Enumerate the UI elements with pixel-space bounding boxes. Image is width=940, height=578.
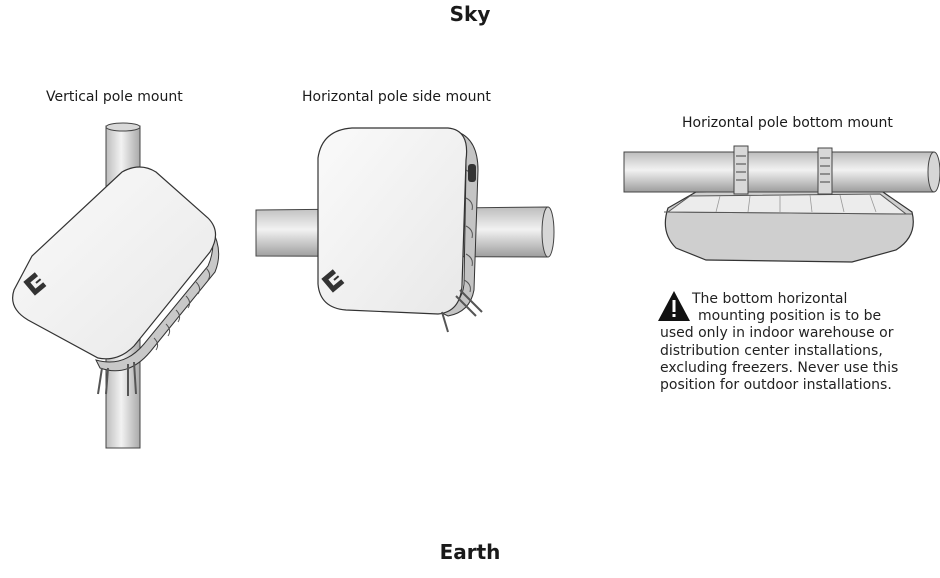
warning-line: excluding freezers. Never use this xyxy=(660,359,899,376)
horizontal-side-mount-label: Horizontal pole side mount xyxy=(302,89,491,105)
device-logo-icon xyxy=(321,269,345,293)
sky-label: Sky xyxy=(449,2,491,26)
earth-label: Earth xyxy=(439,540,501,564)
warning-line: distribution center installations, xyxy=(660,342,883,359)
bottom-mount-warning-text: The bottom horizontal mounting position … xyxy=(660,291,900,394)
warning-line: The bottom horizontal xyxy=(692,291,848,307)
vertical-pole-top xyxy=(105,122,141,132)
warning-line: position for outdoor installations. xyxy=(660,377,892,394)
vertical-ap-face xyxy=(12,166,217,360)
horizontal-bottom-mount-label: Horizontal pole bottom mount xyxy=(682,115,893,131)
side-mount-ap-face xyxy=(317,127,468,315)
vertical-pole-mount-illustration xyxy=(12,122,220,449)
warning-line: used only in indoor warehouse or xyxy=(660,325,894,342)
horizontal-bottom-pole xyxy=(623,151,935,193)
horizontal-side-mount-illustration xyxy=(255,127,555,333)
vertical-mount-label: Vertical pole mount xyxy=(46,89,183,105)
device-logo-icon xyxy=(23,272,47,296)
horizontal-bottom-mount-illustration xyxy=(623,145,940,263)
warning-triangle-icon xyxy=(658,291,690,321)
warning-line: mounting position is to be xyxy=(698,308,882,325)
